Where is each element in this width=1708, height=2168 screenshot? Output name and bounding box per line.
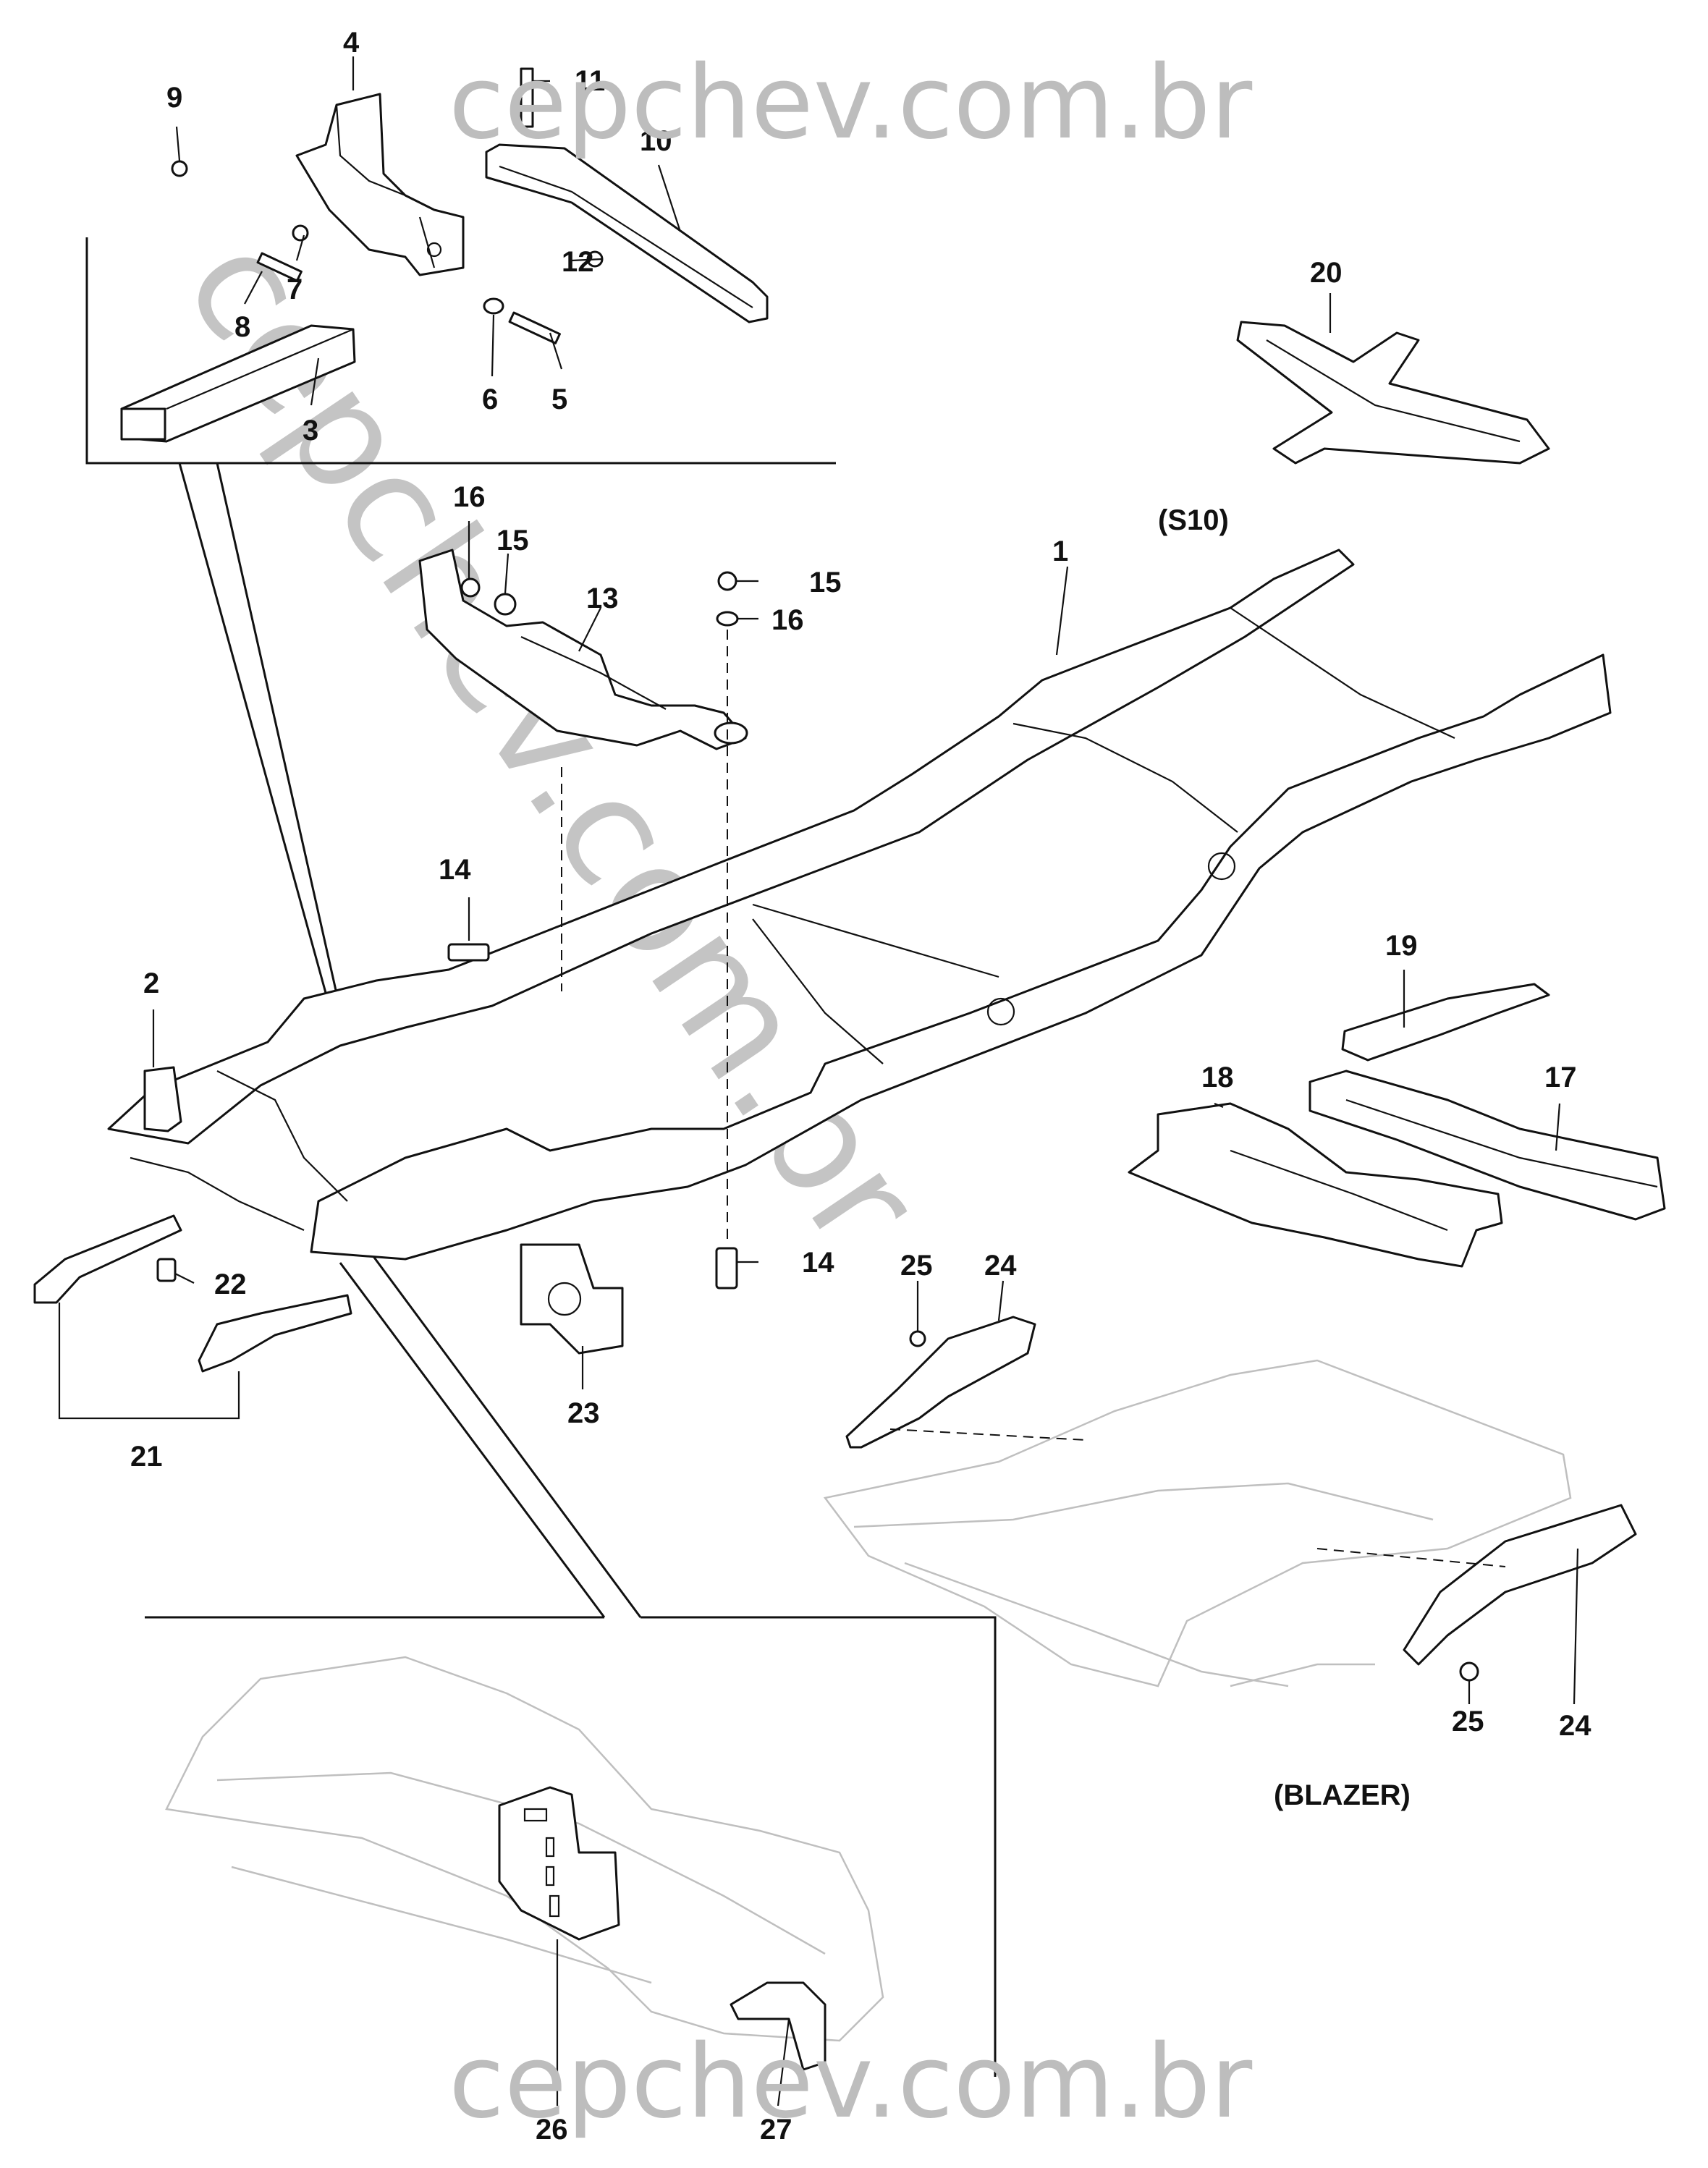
part-bracket-27: [730, 1981, 826, 2071]
leader-lines: [152, 56, 1579, 2106]
callout-27: 27: [760, 2114, 792, 2146]
callout-7: 7: [287, 274, 303, 305]
label-blazer: (BLAZER): [1274, 1779, 1411, 1811]
callout-22: 22: [214, 1269, 247, 1300]
part-blazer-reinforcements: [845, 1316, 1637, 1682]
part-crossmember-beam: [485, 143, 769, 323]
part-square-tube: [120, 324, 356, 443]
watermark-top: cepchev.com.br: [449, 44, 1253, 162]
watermark-bottom: cepchev.com.br: [449, 2023, 1253, 2141]
callout-16a: 16: [453, 481, 486, 513]
part-tow-hooks: [33, 1214, 352, 1420]
callout-18: 18: [1201, 1062, 1234, 1093]
callout-12: 12: [562, 246, 594, 278]
part-rear-crossmember: [1236, 321, 1550, 465]
callout-13: 13: [586, 583, 619, 614]
callout-6: 6: [482, 384, 498, 415]
part-engine-mount-bracket: [295, 93, 465, 276]
part-crossmember-17: [1309, 1070, 1666, 1221]
part-bolt-22: [156, 1258, 177, 1282]
ghost-frame-inset: [165, 1656, 884, 2042]
callout-25a: 25: [900, 1250, 933, 1282]
callout-15b: 15: [809, 567, 842, 598]
callout-14b: 14: [802, 1247, 834, 1279]
callout-24b: 24: [1559, 1710, 1591, 1742]
callout-4: 4: [343, 27, 360, 59]
part-main-frame: [107, 549, 1612, 1261]
callout-25b: 25: [1452, 1706, 1484, 1737]
part-nut-washer-right: [716, 571, 739, 627]
callout-17: 17: [1544, 1062, 1577, 1093]
ghost-frame-blazer: [823, 1359, 1572, 1688]
label-s10: (S10): [1158, 504, 1229, 536]
inset-frame-top: [85, 237, 836, 1010]
callout-8: 8: [234, 311, 250, 343]
callout-5: 5: [551, 384, 567, 415]
callout-14a: 14: [439, 854, 471, 886]
inset-frame-bottom: [145, 1255, 997, 2077]
callout-23: 23: [567, 1397, 600, 1429]
callout-11: 11: [575, 65, 605, 97]
callout-19: 19: [1385, 930, 1418, 962]
part-bracket-26: [498, 1786, 620, 1941]
part-bracket-2: [143, 1066, 182, 1132]
callout-3: 3: [303, 415, 318, 446]
part-skid-plate-18: [1128, 1102, 1503, 1268]
callout-24a: 24: [984, 1250, 1017, 1282]
part-crossmember-19: [1341, 983, 1550, 1062]
callouts: 1 2 3 4 5 6 7 8 9 10 11 12 13 14 14 15 1…: [130, 27, 1591, 2146]
callout-15a: 15: [496, 525, 529, 556]
part-small-hardware-top: [171, 67, 604, 344]
callout-1: 1: [1052, 535, 1068, 567]
callout-16b: 16: [771, 604, 804, 636]
part-bracket-23: [520, 1243, 624, 1355]
callout-9: 9: [166, 82, 182, 114]
callout-10: 10: [640, 125, 672, 157]
callout-21: 21: [130, 1441, 163, 1473]
callout-20: 20: [1310, 257, 1343, 289]
part-transmission-mount: [418, 549, 748, 750]
part-bolts-14: [447, 943, 738, 1290]
callout-26: 26: [536, 2114, 568, 2146]
callout-2: 2: [143, 967, 159, 999]
